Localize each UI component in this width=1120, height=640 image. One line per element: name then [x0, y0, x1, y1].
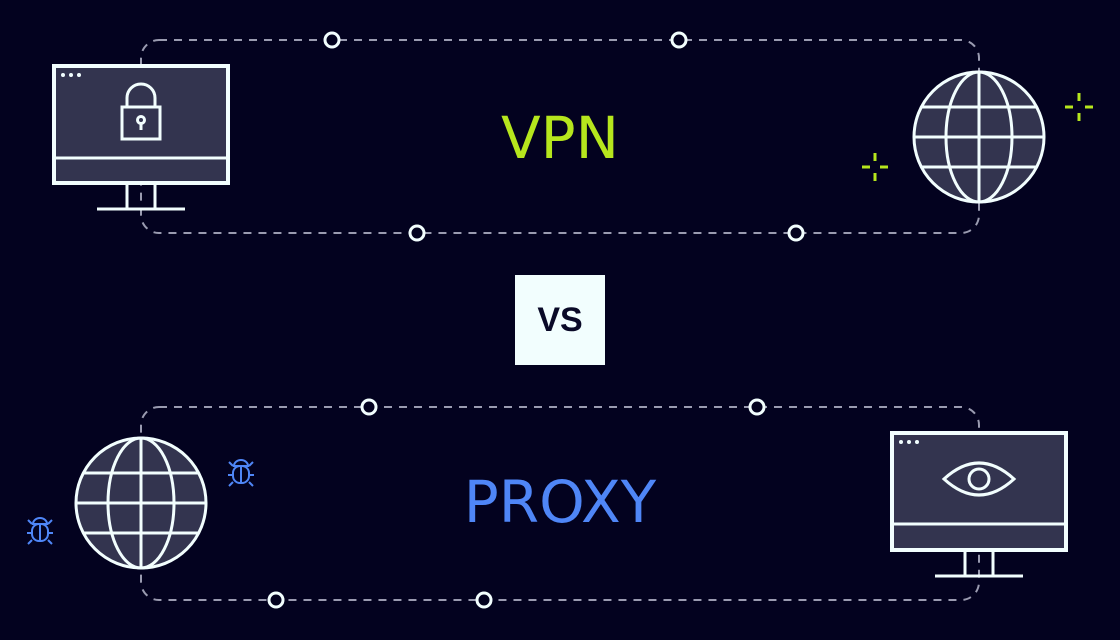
globe-icon — [74, 436, 208, 570]
proxy-title: PROXY — [463, 468, 657, 536]
bug-icon — [228, 459, 254, 487]
vs-badge: VS — [515, 275, 605, 365]
globe-icon — [912, 70, 1046, 204]
sparkle-icon — [1065, 93, 1093, 121]
vpn-path-nodes — [323, 31, 805, 242]
monitor-with-eye-icon — [890, 431, 1068, 578]
lock-icon — [120, 82, 162, 141]
sparkle-icon — [862, 153, 888, 181]
eye-icon — [941, 461, 1017, 497]
bug-icon — [27, 517, 53, 545]
monitor-with-lock-icon — [52, 64, 230, 211]
vs-label: VS — [537, 300, 583, 339]
proxy-path-nodes — [267, 398, 766, 609]
vpn-title: VPN — [500, 104, 620, 172]
